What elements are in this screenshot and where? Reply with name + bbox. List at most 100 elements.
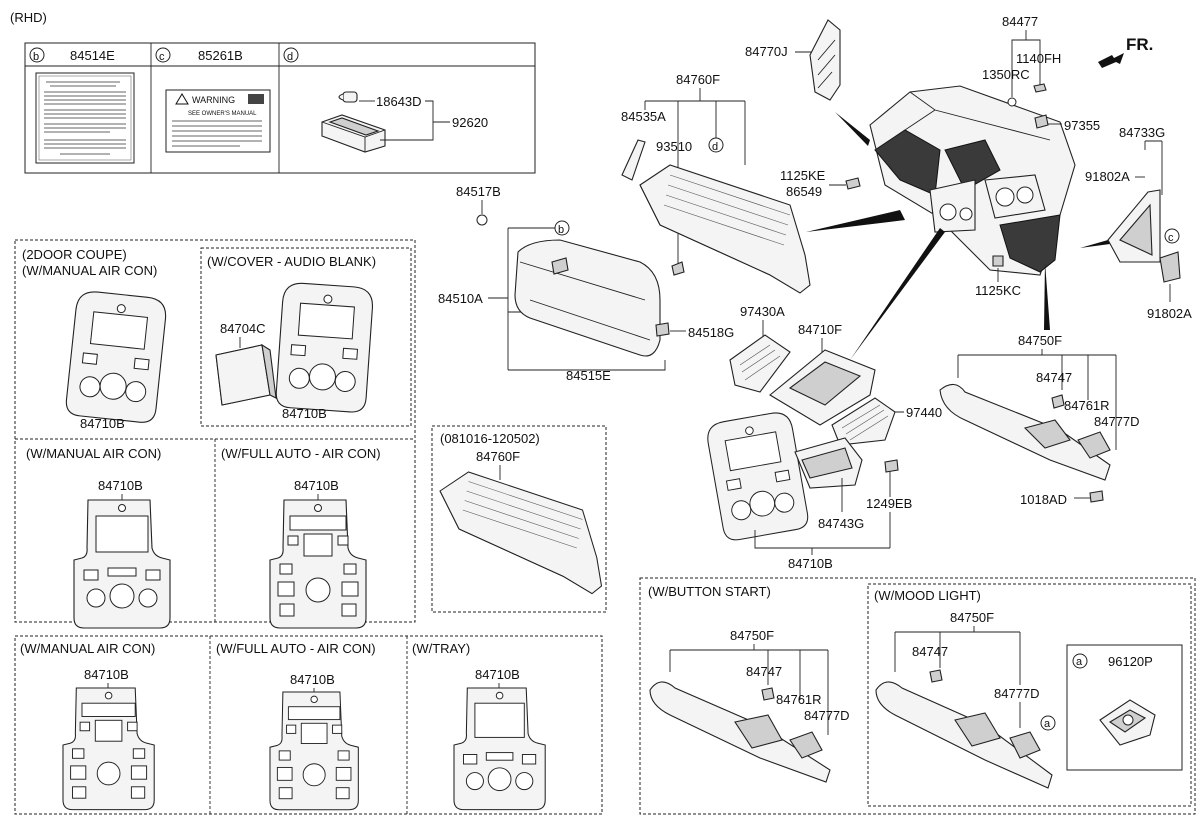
bs-part-84750F: 84750F [730,628,774,643]
part-91802A-top: 91802A [1085,169,1130,184]
screw-icon-4 [1089,490,1104,503]
part-97430A: 97430A [740,304,785,319]
callout-d: d [712,141,718,153]
part-84747: 84747 [1036,370,1072,385]
side-panel-part [809,19,841,101]
fullauto1-bezel-part [269,499,367,629]
date-glovebox-part [439,471,603,595]
part-84515E: 84515E [566,368,611,383]
fullauto1-part-label: 84710B [294,478,339,493]
bumper-icon [476,214,488,226]
front-label: FR. [1126,35,1153,54]
callout-b: b [558,224,564,236]
button-start-box: (W/BUTTON START) 84750F 84747 84761R 847… [639,577,1196,815]
part-84710F: 84710F [798,322,842,337]
lamp-assembly: 18643D 92620 [321,91,488,153]
part-1140FH: 1140FH [1016,51,1061,66]
variant-label: (RHD) [10,10,47,25]
bs-part-84747: 84747 [746,664,782,679]
bs-part-84761R: 84761R [776,692,822,707]
part-1249EB: 1249EB [866,496,912,511]
part-84535A: 84535A [621,109,666,124]
cover-part-a: 84704C [220,321,266,336]
legend-b-letter: b [33,51,39,63]
tray-part-label: 84710B [475,667,520,682]
ml-part-84747: 84747 [912,644,948,659]
legend-b-part: 84514E [70,48,115,63]
cover-part-b: 84710B [282,406,327,421]
part-84761R: 84761R [1064,398,1110,413]
tray-part [794,437,863,489]
warning-line: SEE OWNER'S MANUAL [188,111,257,117]
date-part-label: 84760F [476,449,520,464]
coupe-part-label: 84710B [80,416,125,431]
legend-c-letter: c [159,51,165,63]
warning-title: WARNING [192,95,235,105]
crash-pad-assembly [806,85,1115,360]
part-97355: 97355 [1064,118,1100,133]
legend-table: b 84514E c 85261B d WARNING [24,42,536,174]
part-84710B-main: 84710B [788,556,833,571]
button-start-title: (W/BUTTON START) [648,584,771,599]
main-center-bezel-part [704,409,811,543]
lower-panel-part [939,383,1111,481]
striker-part [621,139,646,181]
part-93510: 93510 [656,139,692,154]
cover-title: (W/COVER - AUDIO BLANK) [207,254,376,269]
a-box-part: 96120P [1108,654,1153,669]
part-84750F: 84750F [1018,333,1062,348]
clip-icon [1007,97,1017,107]
manual1-title: (W/MANUAL AIR CON) [26,446,161,461]
cover-bezel-part [274,281,375,414]
coupe-options-group: (2DOOR COUPE) (W/MANUAL AIR CON) 84710B … [14,239,416,629]
part-84477: 84477 [1002,14,1038,29]
part-86549: 86549 [786,184,822,199]
part-1018AD: 1018AD [1020,492,1067,507]
part-84743G: 84743G [818,516,864,531]
part-91802A-bot: 91802A [1147,306,1192,321]
part-84777D: 84777D [1094,414,1140,429]
screw-icon-2 [992,255,1004,267]
mood-light-title: (W/MOOD LIGHT) [874,588,981,603]
fullauto2-part-label: 84710B [290,672,335,687]
coupe-title-1: (2DOOR COUPE) [22,247,127,262]
manual1-bezel-part [73,499,171,629]
ml-callout-a: a [1044,718,1051,730]
part-97440: 97440 [906,405,942,420]
ml-part-84777D: 84777D [994,686,1040,701]
audio-blank-cover-part [215,343,277,406]
part-84518G: 84518G [688,325,734,340]
front-arrow-icon [1098,53,1124,68]
warning-label-sticker: WARNING SEE OWNER'S MANUAL [165,89,271,153]
ml-lower-panel-part [875,669,1053,789]
mood-light-box: (W/MOOD LIGHT) 84750F 84747 84777D a a 9… [867,583,1192,807]
part-84517B: 84517B [456,184,501,199]
glovebox-lid-part [514,239,661,357]
fullauto2-bezel-part [269,691,359,811]
left-vent-part [729,334,791,393]
manual2-bezel-part [62,687,155,811]
fullauto1-title: (W/FULL AUTO - AIR CON) [221,446,381,461]
part-84733G: 84733G [1119,125,1165,140]
fullauto2-title: (W/FULL AUTO - AIR CON) [216,641,376,656]
manual2-title: (W/MANUAL AIR CON) [20,641,155,656]
part-92620: 92620 [452,115,488,130]
end-cap-part [1159,251,1181,283]
part-84770J: 84770J [745,44,788,59]
part-84760F: 84760F [676,72,720,87]
manual2-part-label: 84710B [84,667,129,682]
lower-options-group: (W/MANUAL AIR CON) 84710B (W/FULL AUTO -… [14,635,603,815]
coupe-title-2: (W/MANUAL AIR CON) [22,263,157,278]
callout-c: c [1168,232,1174,244]
part-84510A: 84510A [438,291,483,306]
a-box-letter: a [1076,656,1083,668]
tray-title: (W/TRAY) [412,641,470,656]
screw-icon [845,177,861,190]
tray-bezel-part [453,687,546,811]
mood-lamp-part [1099,699,1156,746]
bolt-icon [1033,83,1047,93]
manual1-part-label: 84710B [98,478,143,493]
legend-d-letter: d [287,51,293,63]
bs-lower-panel-part [649,681,831,783]
air-filter-label-sticker [35,72,135,164]
